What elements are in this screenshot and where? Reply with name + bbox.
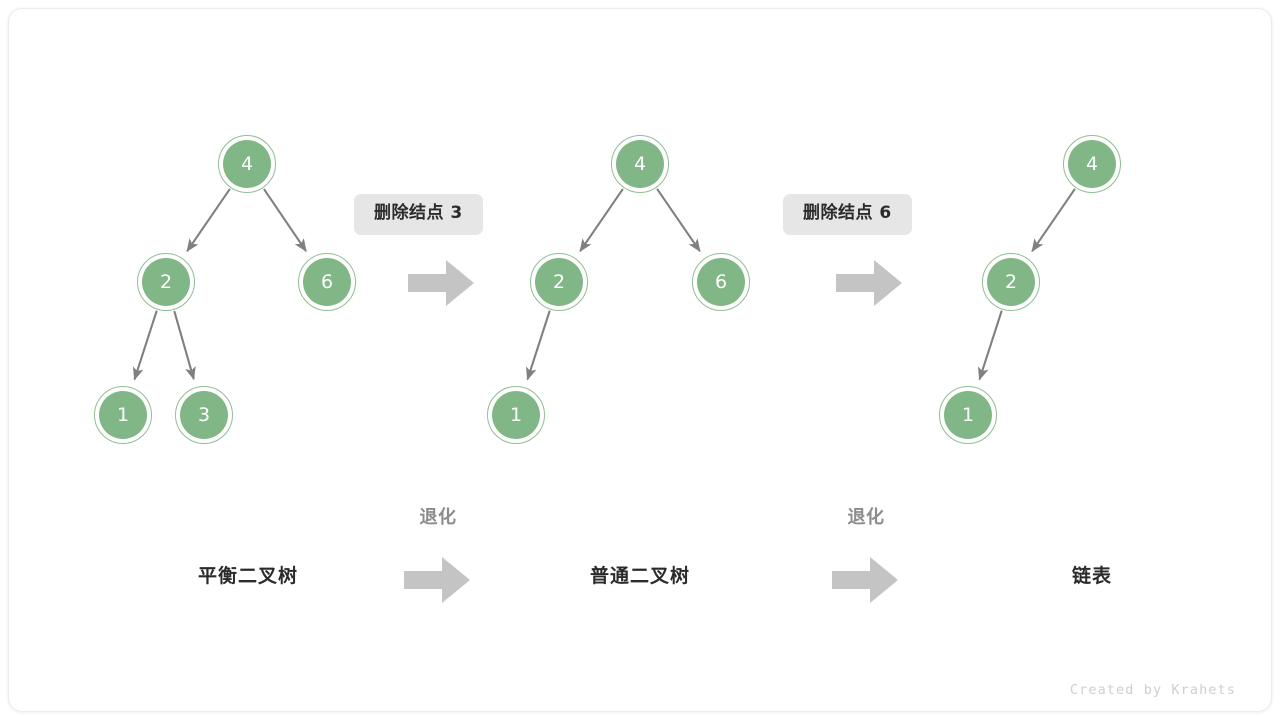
node-value-label: 2: [552, 270, 566, 293]
tree-node-linked-list-4[interactable]: 4: [1063, 135, 1121, 193]
node-value-label: 3: [197, 403, 211, 426]
node-value-label: 6: [320, 270, 334, 293]
panel-caption-linked-list: 链表: [1071, 565, 1113, 587]
tree-edge-balanced-bst-4-6: [263, 188, 307, 252]
degeneration-label-delete-3: 退化: [419, 507, 457, 528]
tree-node-ordinary-bst-4[interactable]: 4: [611, 135, 669, 193]
tree-edge-linked-list-4-2: [1031, 188, 1076, 253]
block-arrow-shape: [836, 260, 902, 306]
block-arrow-shape: [832, 557, 898, 603]
watermark-credit: Created by Krahets: [1069, 682, 1236, 698]
degeneration-label-delete-6: 退化: [847, 507, 885, 528]
tree-node-balanced-bst-4[interactable]: 4: [218, 135, 276, 193]
panel-caption-ordinary-bst: 普通二叉树: [589, 565, 691, 587]
node-disc: 1: [99, 391, 147, 439]
node-disc: 4: [1068, 140, 1116, 188]
node-value-label: 2: [1004, 270, 1018, 293]
tree-edge-balanced-bst-2-1: [132, 310, 158, 381]
node-value-label: 4: [240, 152, 254, 175]
node-disc: 4: [616, 140, 664, 188]
node-disc: 6: [303, 258, 351, 306]
tree-node-ordinary-bst-6[interactable]: 6: [692, 253, 750, 311]
node-value-label: 1: [116, 403, 130, 426]
node-value-label: 1: [509, 403, 523, 426]
node-value-label: 2: [159, 270, 173, 293]
node-disc: 3: [180, 391, 228, 439]
node-disc: 6: [697, 258, 745, 306]
transition-arrow-delete-3: [408, 260, 474, 306]
tree-node-balanced-bst-2[interactable]: 2: [137, 253, 195, 311]
node-value-label: 1: [961, 403, 975, 426]
node-value-label: 4: [633, 152, 647, 175]
degeneration-arrow-delete-6: [832, 557, 898, 603]
node-disc: 4: [223, 140, 271, 188]
node-value-label: 4: [1085, 152, 1099, 175]
tree-node-ordinary-bst-2[interactable]: 2: [530, 253, 588, 311]
node-disc: 2: [535, 258, 583, 306]
block-arrow-shape: [408, 260, 474, 306]
tree-node-ordinary-bst-1[interactable]: 1: [487, 386, 545, 444]
tree-edge-linked-list-2-1: [977, 310, 1003, 381]
node-disc: 1: [492, 391, 540, 439]
panel-caption-balanced-bst: 平衡二叉树: [197, 565, 299, 587]
figure-card: [8, 8, 1272, 712]
tree-node-balanced-bst-3[interactable]: 3: [175, 386, 233, 444]
tree-node-balanced-bst-6[interactable]: 6: [298, 253, 356, 311]
block-arrow-shape: [404, 557, 470, 603]
node-disc: 2: [142, 258, 190, 306]
tree-node-balanced-bst-1[interactable]: 1: [94, 386, 152, 444]
transition-arrow-delete-6: [836, 260, 902, 306]
degeneration-arrow-delete-3: [404, 557, 470, 603]
node-disc: 2: [987, 258, 1035, 306]
tree-edge-balanced-bst-4-2: [186, 188, 231, 253]
tree-edge-ordinary-bst-2-1: [525, 310, 551, 381]
tree-edge-ordinary-bst-4-2: [579, 188, 624, 253]
tree-edge-balanced-bst-2-3: [173, 310, 196, 381]
operation-chip-delete-3[interactable]: 删除结点 3: [354, 194, 483, 235]
tree-node-linked-list-2[interactable]: 2: [982, 253, 1040, 311]
node-value-label: 6: [714, 270, 728, 293]
operation-chip-delete-6[interactable]: 删除结点 6: [783, 194, 912, 235]
node-disc: 1: [944, 391, 992, 439]
tree-node-linked-list-1[interactable]: 1: [939, 386, 997, 444]
tree-edge-ordinary-bst-4-6: [656, 188, 701, 253]
